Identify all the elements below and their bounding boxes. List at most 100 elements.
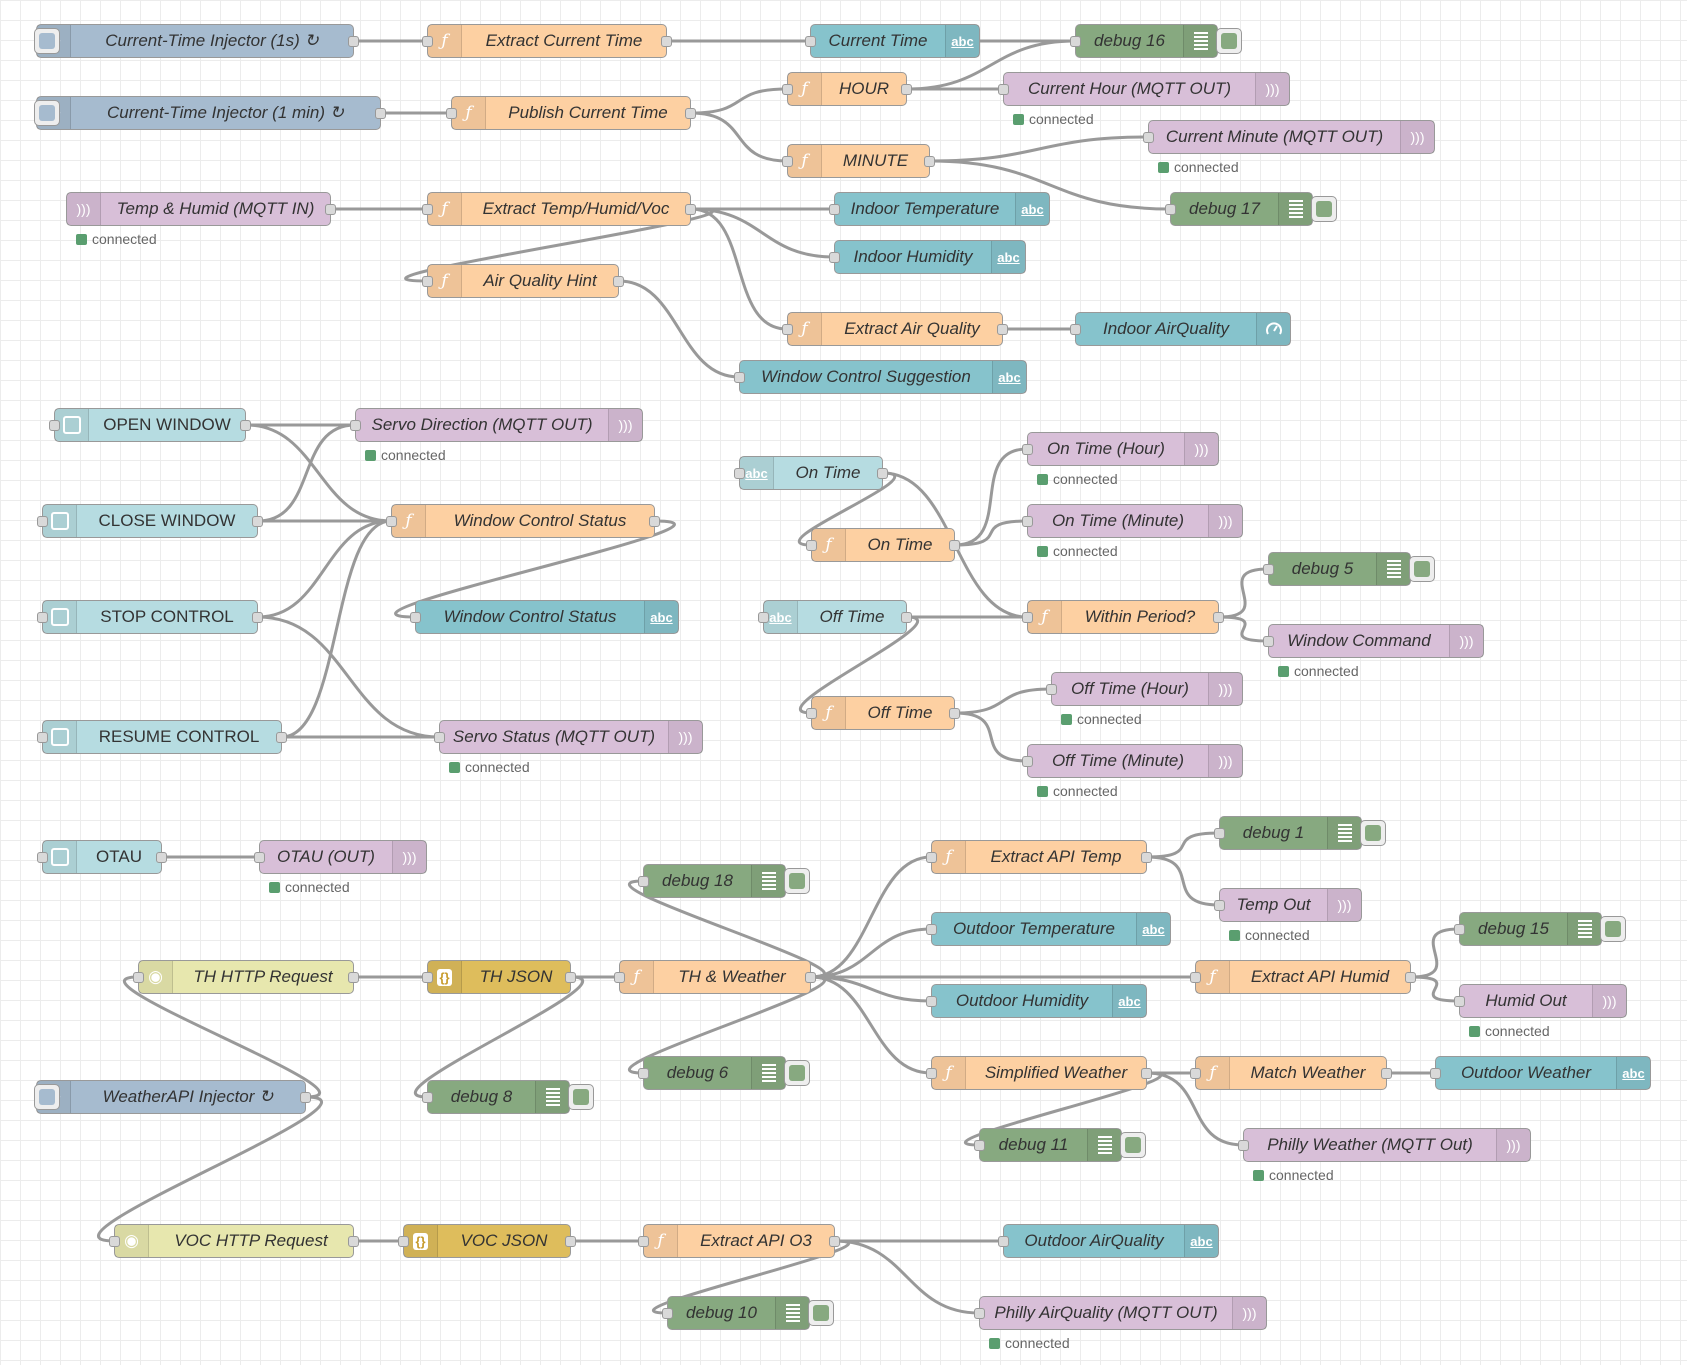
flow-node-debug[interactable]: debug 1 (1214, 816, 1362, 850)
output-port[interactable] (901, 84, 912, 95)
output-port[interactable] (1381, 1068, 1392, 1079)
input-port[interactable] (998, 1236, 1009, 1247)
output-port[interactable] (1405, 972, 1416, 983)
wire[interactable] (97, 1095, 323, 1243)
input-port[interactable] (1022, 612, 1033, 623)
input-port[interactable] (1022, 444, 1033, 455)
input-port[interactable] (37, 852, 48, 863)
flow-node-debug[interactable]: debug 5 (1263, 552, 1411, 586)
wire[interactable] (123, 975, 321, 1099)
flow-node-json[interactable]: {}TH JSON (422, 960, 576, 994)
wire[interactable] (1218, 567, 1269, 619)
input-port[interactable] (422, 972, 433, 983)
output-port[interactable] (901, 612, 912, 623)
input-port[interactable] (782, 84, 793, 95)
flow-node-inject[interactable]: ⇛WeatherAPI Injector ↻ (36, 1080, 311, 1114)
wire[interactable] (954, 447, 1028, 547)
wire[interactable] (929, 135, 1149, 163)
output-port[interactable] (252, 612, 263, 623)
input-port[interactable] (782, 156, 793, 167)
wire[interactable] (690, 207, 788, 331)
output-port[interactable] (300, 1092, 311, 1103)
flow-node-mqtt-in[interactable]: )))Temp & Humid (MQTT IN) (66, 192, 336, 226)
wire[interactable] (690, 111, 788, 163)
input-port[interactable] (638, 876, 649, 887)
input-port[interactable] (638, 1236, 649, 1247)
input-port[interactable] (1022, 516, 1033, 527)
output-port[interactable] (348, 1236, 359, 1247)
input-port[interactable] (422, 204, 433, 215)
flow-node-debug[interactable]: debug 11 (974, 1128, 1122, 1162)
output-port[interactable] (661, 36, 672, 47)
input-port[interactable] (926, 996, 937, 1007)
debug-toggle-button[interactable] (1409, 556, 1435, 582)
debug-toggle-button[interactable] (1360, 820, 1386, 846)
output-port[interactable] (924, 156, 935, 167)
input-port[interactable] (386, 516, 397, 527)
flow-node-mqtt-out[interactable]: Temp Out))) (1214, 888, 1362, 922)
flow-node-inject[interactable]: ⇛Current-Time Injector (1 min) ↻ (36, 96, 386, 130)
input-port[interactable] (109, 1236, 120, 1247)
flow-node-mqtt-out[interactable]: Servo Direction (MQTT OUT)))) (350, 408, 643, 442)
input-port[interactable] (1430, 1068, 1441, 1079)
output-port[interactable] (997, 324, 1008, 335)
flow-node-http[interactable]: ◉VOC HTTP Request (109, 1224, 359, 1258)
flow-node-ui-button[interactable]: OTAU (37, 840, 167, 874)
input-port[interactable] (1238, 1140, 1249, 1151)
input-port[interactable] (1046, 684, 1057, 695)
output-port[interactable] (348, 36, 359, 47)
input-port[interactable] (1190, 972, 1201, 983)
debug-toggle-button[interactable] (808, 1300, 834, 1326)
flow-node-debug[interactable]: debug 15 (1454, 912, 1602, 946)
input-port[interactable] (974, 1308, 985, 1319)
input-port[interactable] (805, 36, 816, 47)
flow-node-mqtt-out[interactable]: On Time (Minute)))) (1022, 504, 1243, 538)
wire[interactable] (954, 687, 1052, 715)
flow-node-debug[interactable]: debug 10 (662, 1296, 810, 1330)
output-port[interactable] (276, 732, 287, 743)
input-port[interactable] (37, 612, 48, 623)
wire[interactable] (834, 1239, 980, 1315)
output-port[interactable] (348, 972, 359, 983)
input-port[interactable] (638, 1068, 649, 1079)
input-port[interactable] (734, 468, 745, 479)
flow-node-debug[interactable]: debug 17 (1165, 192, 1313, 226)
input-port[interactable] (1214, 828, 1225, 839)
input-port[interactable] (1190, 1068, 1201, 1079)
flow-node-mqtt-out[interactable]: Current Hour (MQTT OUT)))) (998, 72, 1290, 106)
output-port[interactable] (375, 108, 386, 119)
input-port[interactable] (434, 732, 445, 743)
wire[interactable] (810, 927, 932, 979)
flow-node-ui-button[interactable]: CLOSE WINDOW (37, 504, 263, 538)
input-port[interactable] (1454, 924, 1465, 935)
wire[interactable] (281, 519, 392, 739)
output-port[interactable] (649, 516, 660, 527)
output-port[interactable] (565, 1236, 576, 1247)
flow-node-ui-gauge[interactable]: Indoor AirQuality (1070, 312, 1291, 346)
flow-node-mqtt-out[interactable]: Off Time (Minute)))) (1022, 744, 1243, 778)
wire[interactable] (618, 279, 740, 379)
wire[interactable] (257, 423, 356, 523)
output-port[interactable] (685, 204, 696, 215)
debug-toggle-button[interactable] (1311, 196, 1337, 222)
input-port[interactable] (410, 612, 421, 623)
wire[interactable] (690, 207, 835, 259)
input-port[interactable] (758, 612, 769, 623)
